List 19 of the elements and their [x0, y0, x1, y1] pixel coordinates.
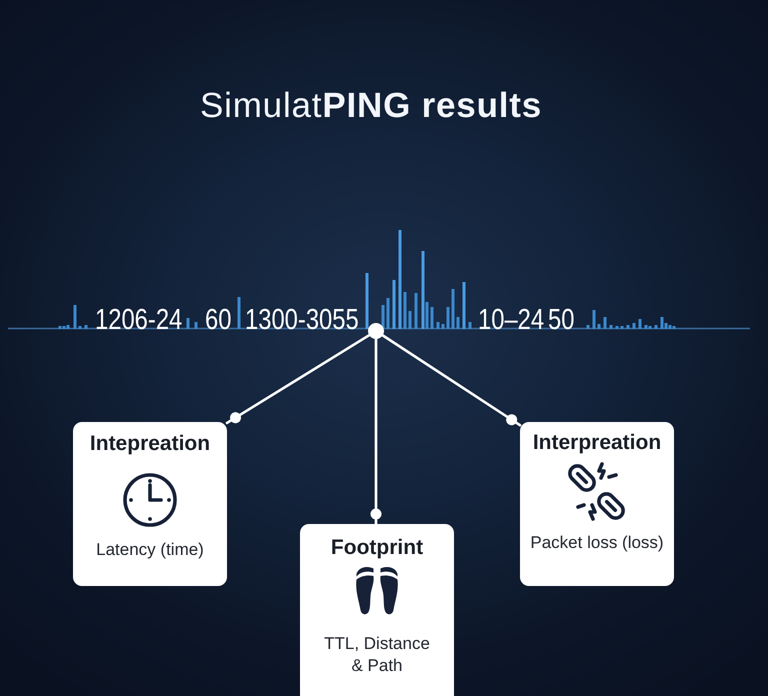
- info-card: [73, 422, 227, 586]
- junction-dot: [368, 323, 384, 339]
- card-text: Latency (time): [95, 539, 205, 561]
- connector-line: [381, 334, 522, 426]
- card-heading: Intepreation: [90, 431, 210, 457]
- value-label: 50: [548, 306, 574, 335]
- card-heading: Footprint: [330, 535, 424, 561]
- card-text: Packet loss (loss): [529, 532, 665, 554]
- connector-line: [370, 338, 382, 526]
- value-label: 1206-24: [95, 306, 182, 335]
- diagram-title: SimulatPING results: [200, 85, 542, 127]
- connector-line: [226, 334, 370, 424]
- info-card: [520, 422, 674, 586]
- card-heading: Interpreation: [532, 430, 662, 456]
- value-label: 10–24: [478, 306, 544, 335]
- card-text: TTL, Distance & Path: [323, 633, 431, 677]
- value-label: 1300-3055: [245, 306, 359, 335]
- info-card: [300, 524, 454, 696]
- value-label: 60: [205, 306, 232, 335]
